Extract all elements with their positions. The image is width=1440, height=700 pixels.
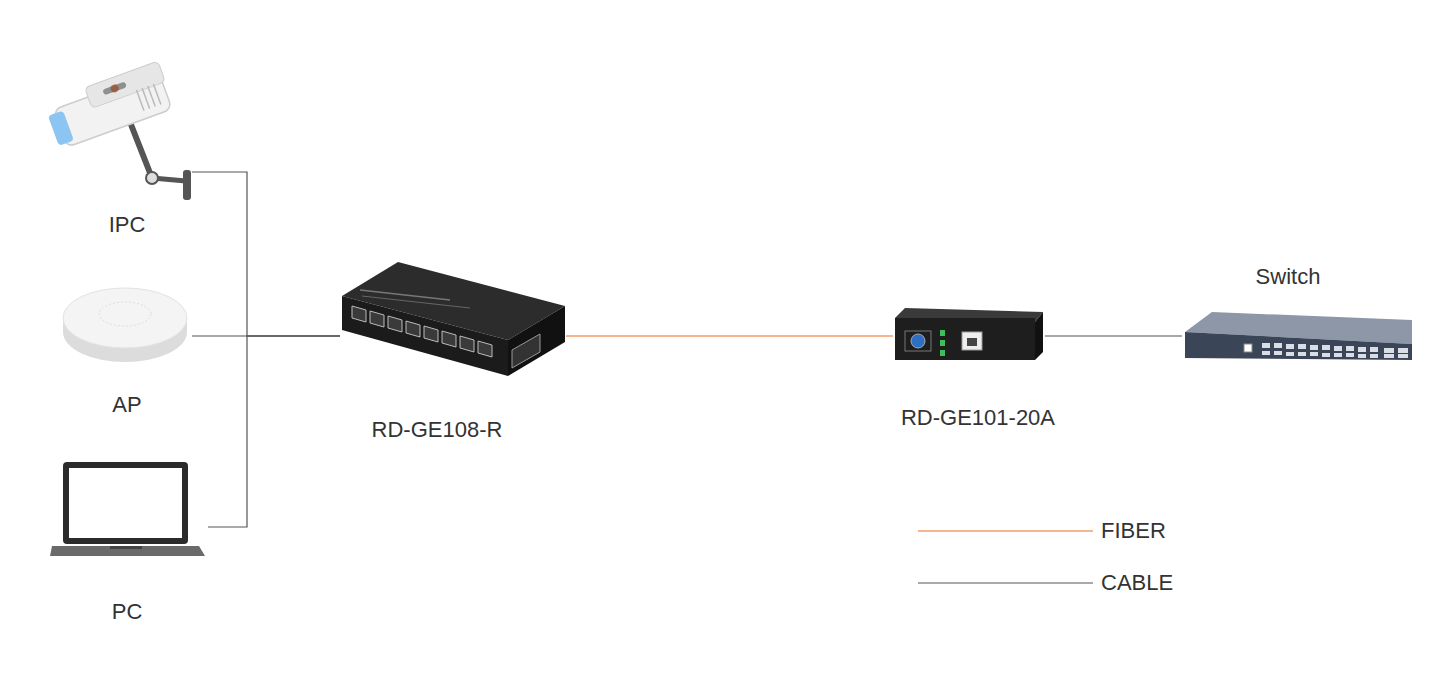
- switch-node: Switch: [1182, 308, 1414, 364]
- pc-node: PC: [48, 460, 208, 562]
- media-converter-illustration: [895, 308, 1043, 360]
- ap-illustration: [63, 288, 187, 362]
- device-label: AP: [112, 392, 141, 418]
- fiber-switch-node: RD-GE108-R: [340, 260, 566, 378]
- legend-label: FIBER: [1101, 518, 1166, 544]
- fiber-line: [566, 335, 893, 337]
- camera-node: IPC: [48, 68, 192, 202]
- camera-illustration: [43, 61, 191, 200]
- device-label: RD-GE108-R: [372, 417, 503, 443]
- device-label: Switch: [1256, 264, 1321, 290]
- device-label: PC: [112, 599, 143, 625]
- access-point-node: AP: [60, 283, 192, 371]
- cable-line: [208, 336, 340, 527]
- fiber-switch-illustration: [342, 262, 565, 376]
- media-converter-node: RD-GE101-20A: [893, 306, 1045, 364]
- legend-label: CABLE: [1101, 570, 1173, 596]
- laptop-illustration: [50, 462, 205, 556]
- device-label: IPC: [109, 212, 146, 238]
- legend-fiber-sample: [918, 530, 1093, 532]
- cable-line: [192, 172, 340, 336]
- switch-illustration: [1185, 312, 1412, 360]
- legend-cable-sample: [918, 582, 1093, 583]
- cable-line: [1045, 335, 1182, 336]
- device-label: RD-GE101-20A: [901, 405, 1055, 431]
